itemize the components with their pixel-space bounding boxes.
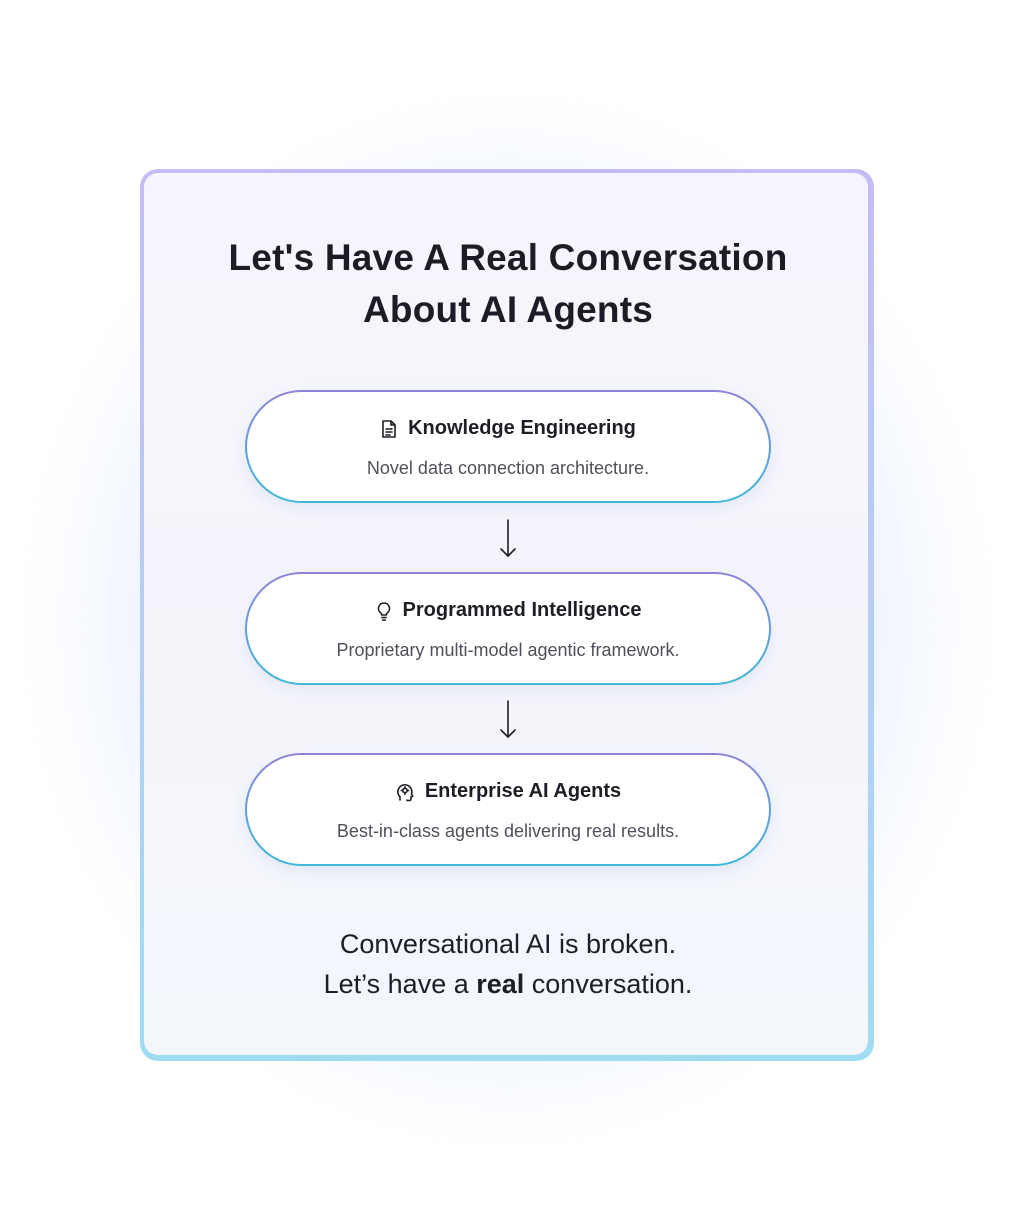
step-heading-row: Knowledge Engineering <box>247 417 769 440</box>
down-arrow-icon <box>500 519 516 557</box>
page-title: Let's Have A Real Conversation About AI … <box>142 232 874 336</box>
tagline-emphasis: real <box>476 969 525 999</box>
step-heading: Programmed Intelligence <box>402 599 642 621</box>
tagline: Conversational AI is broken. Let’s have … <box>142 924 874 1004</box>
step-programmed-intelligence: Programmed Intelligence Proprietary mult… <box>245 572 771 685</box>
step-pill: Programmed Intelligence Proprietary mult… <box>247 574 769 683</box>
title-line-2: About AI Agents <box>362 289 654 330</box>
tagline-suffix: conversation. <box>524 969 693 999</box>
step-heading: Knowledge Engineering <box>408 417 636 439</box>
ai-head-icon <box>396 783 414 801</box>
title-line-1: Let's Have A Real Conversation <box>228 237 788 278</box>
tagline-line-2: Let’s have a real conversation. <box>142 964 874 1004</box>
step-description: Best-in-class agents delivering real res… <box>336 821 680 841</box>
step-description: Proprietary multi-model agentic framewor… <box>336 640 680 660</box>
step-heading-row: Programmed Intelligence <box>247 599 769 622</box>
tagline-prefix: Let’s have a <box>323 969 477 999</box>
down-arrow-icon <box>500 700 516 738</box>
step-description: Novel data connection architecture. <box>366 458 650 478</box>
step-heading: Enterprise AI Agents <box>424 780 622 802</box>
tagline-line-1: Conversational AI is broken. <box>339 929 677 959</box>
step-enterprise-ai-agents: Enterprise AI Agents Best-in-class agent… <box>245 753 771 866</box>
step-pill: Enterprise AI Agents Best-in-class agent… <box>247 755 769 864</box>
lightbulb-icon <box>377 601 390 621</box>
step-heading-row: Enterprise AI Agents <box>247 780 769 803</box>
step-pill: Knowledge Engineering Novel data connect… <box>247 392 769 501</box>
document-icon <box>382 419 396 438</box>
step-knowledge-engineering: Knowledge Engineering Novel data connect… <box>245 390 771 503</box>
